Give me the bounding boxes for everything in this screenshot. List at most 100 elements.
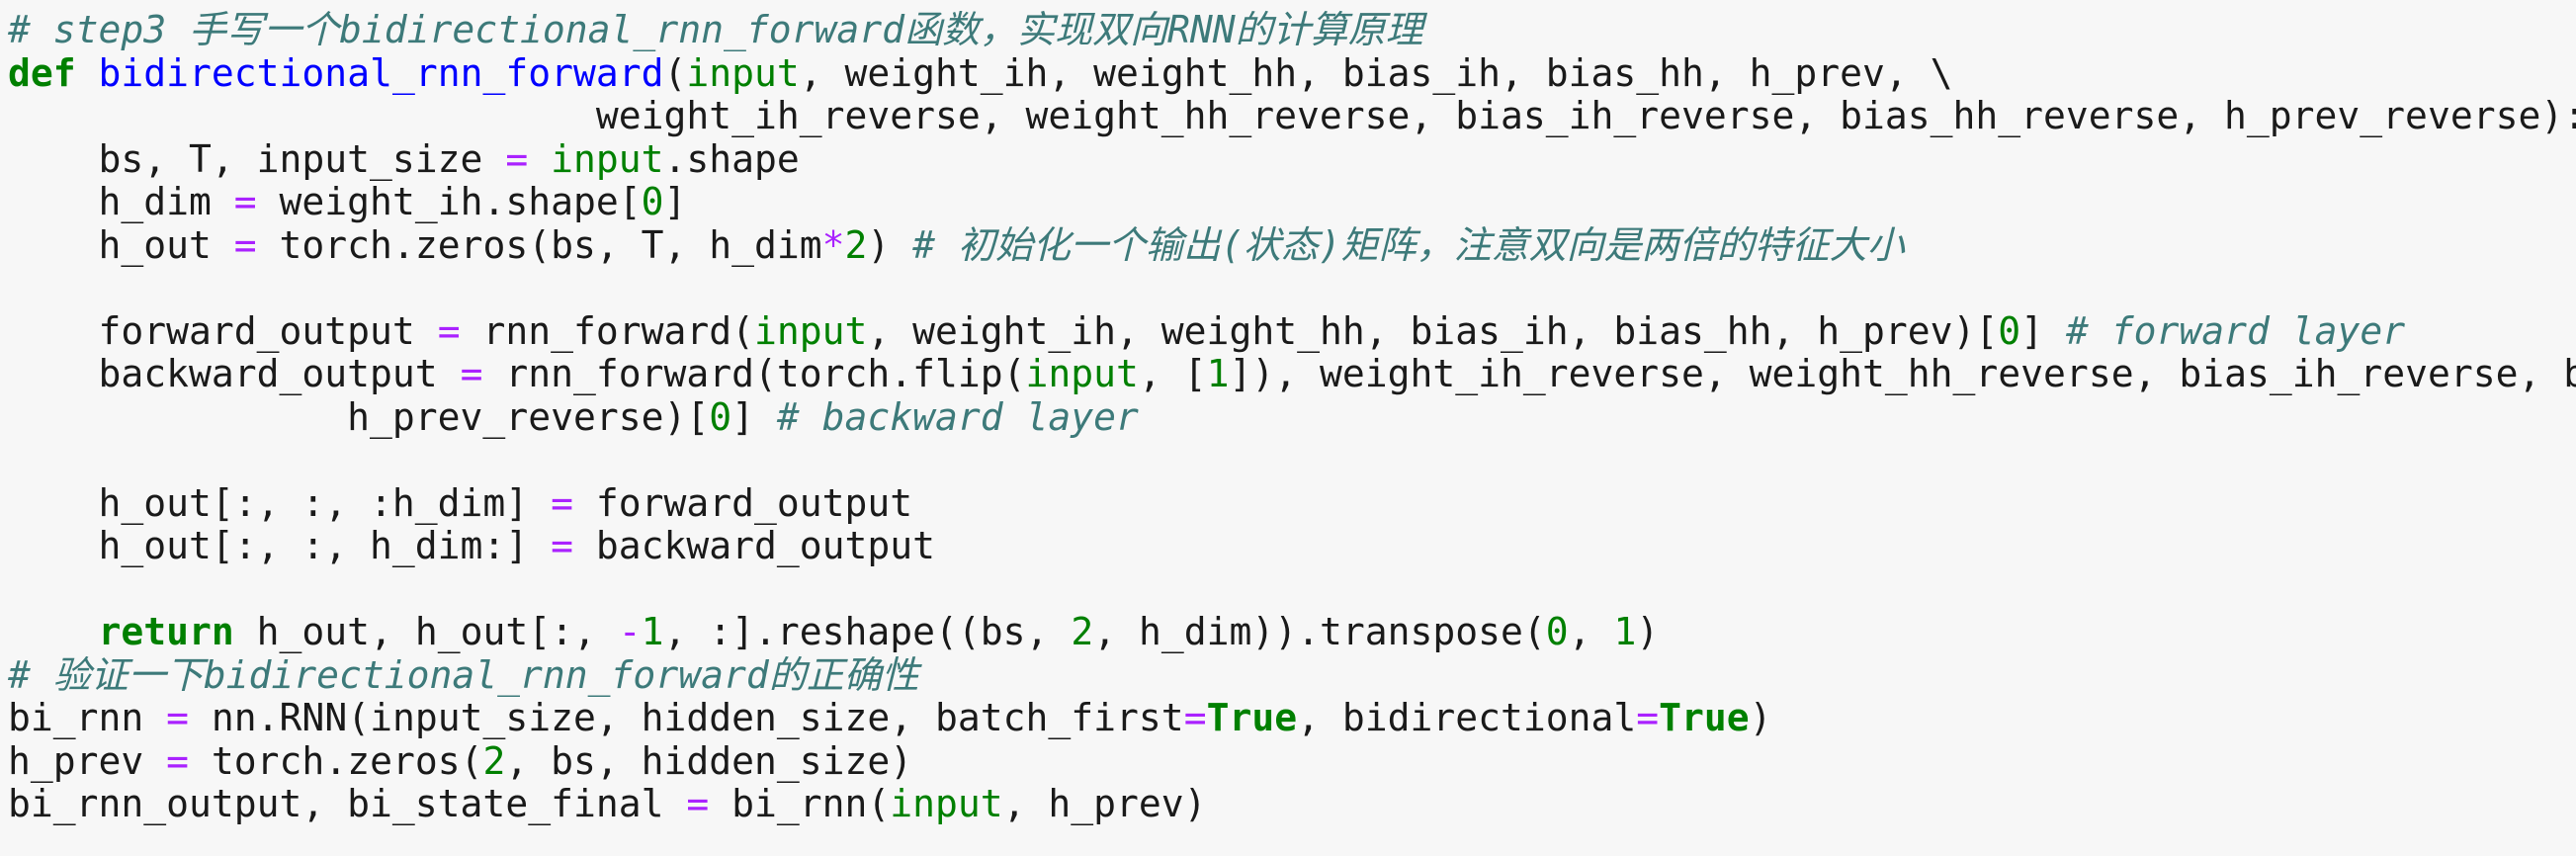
code-token: , weight_ih, weight_hh, bias_ih, bias_hh…	[867, 308, 1999, 353]
number-token: 2	[1071, 610, 1094, 653]
code-line[interactable]: backward_output = rnn_forward(torch.flip…	[8, 352, 2576, 396]
comment-token: # 验证一下bidirectional_rnn_forward的正确性	[8, 652, 919, 697]
code-token: , weight_ih, weight_hh, bias_ih, bias_hh…	[799, 50, 1953, 95]
operator-token: =	[1183, 696, 1207, 739]
code-line[interactable]: h_prev_reverse)[0] # backward layer	[8, 394, 2576, 440]
code-line[interactable]	[8, 439, 2576, 482]
builtin-token: input	[754, 308, 868, 353]
code-token: h_out	[8, 222, 234, 267]
code-token: )	[1636, 610, 1660, 653]
code-token: ]), weight_ih_reverse, weight_hh_reverse…	[1229, 352, 2576, 395]
operator-token: =	[437, 308, 461, 353]
operator-token: *	[821, 222, 845, 267]
code-block[interactable]: # step3 手写一个bidirectional_rnn_forward函数，…	[8, 8, 2576, 826]
code-token	[8, 610, 99, 653]
code-token: ]	[731, 394, 777, 439]
operator-token: =	[686, 782, 710, 825]
code-token: bi_rnn	[8, 696, 167, 739]
code-token: , bidirectional	[1297, 696, 1637, 739]
code-token: weight_ih.shape[	[256, 180, 642, 223]
code-line[interactable]: # 验证一下bidirectional_rnn_forward的正确性	[8, 652, 2576, 698]
number-token: 1	[1206, 352, 1230, 395]
code-token: .shape	[663, 136, 800, 181]
code-token: , h_prev)	[1002, 782, 1207, 825]
comment-token: # backward layer	[776, 394, 1139, 439]
comment-token: # 初始化一个输出(状态)矩阵，注意双向是两倍的特征大小	[912, 222, 1905, 267]
number-token: 1	[1613, 610, 1637, 653]
number-token: 0	[1545, 610, 1569, 653]
code-token: h_dim	[8, 180, 234, 223]
code-token: ]	[663, 180, 687, 223]
code-token: bi_rnn_output, bi_state_final	[8, 782, 687, 825]
code-line[interactable]: h_dim = weight_ih.shape[0]	[8, 180, 2576, 224]
code-line[interactable]	[8, 568, 2576, 612]
code-line[interactable]: def bidirectional_rnn_forward(input, wei…	[8, 50, 2576, 96]
code-token: forward_output	[572, 480, 913, 525]
code-token: h_out[:, :, h_dim:]	[8, 524, 552, 567]
operator-token: =	[551, 524, 573, 567]
number-token: 1	[641, 610, 664, 653]
operator-token: =	[166, 738, 190, 783]
code-token: torch.zeros(	[189, 738, 483, 783]
code-line[interactable]: h_prev = torch.zeros(2, bs, hidden_size)	[8, 738, 2576, 784]
code-token: h_out[:, :, :h_dim]	[8, 480, 552, 525]
code-token	[528, 137, 551, 181]
code-token: (	[663, 50, 687, 95]
number-token: 2	[482, 738, 506, 783]
function-name-token: bidirectional_rnn_forward	[98, 50, 664, 95]
keyword-token: def	[8, 50, 76, 95]
code-token: torch.zeros(bs, T, h_dim	[256, 222, 822, 267]
operator-token: =	[551, 480, 573, 525]
builtin-token: input	[686, 50, 800, 95]
boolean-token: True	[1206, 696, 1298, 739]
code-token: )	[867, 222, 913, 267]
code-line[interactable]: h_out[:, :, h_dim:] = backward_output	[8, 524, 2576, 568]
code-token: h_prev_reverse)[	[8, 394, 710, 439]
code-line[interactable]: h_out = torch.zeros(bs, T, h_dim*2) # 初始…	[8, 222, 2576, 268]
code-line[interactable]: forward_output = rnn_forward(input, weig…	[8, 308, 2576, 354]
keyword-token: return	[98, 610, 234, 653]
operator-token: -	[618, 610, 642, 653]
boolean-token: True	[1659, 696, 1750, 739]
code-token: ,	[1568, 610, 1614, 653]
operator-token: =	[233, 222, 257, 267]
code-token: backward_output	[572, 524, 936, 567]
code-token: nn.RNN(input_size, hidden_size, batch_fi…	[189, 696, 1184, 739]
code-token: , bs, hidden_size)	[505, 738, 913, 783]
code-token: , :].reshape((bs,	[663, 610, 1072, 653]
code-line[interactable]: h_out[:, :, :h_dim] = forward_output	[8, 480, 2576, 526]
operator-token: =	[1636, 696, 1660, 739]
comment-token: # forward layer	[2065, 308, 2406, 353]
code-token	[76, 51, 99, 95]
code-line[interactable]: return h_out, h_out[:, -1, :].reshape((b…	[8, 610, 2576, 654]
comment-token: # step3 手写一个bidirectional_rnn_forward函数，…	[8, 8, 1423, 51]
code-token: backward_output	[8, 352, 461, 395]
number-token: 2	[844, 222, 868, 267]
code-line[interactable]: # step3 手写一个bidirectional_rnn_forward函数，…	[8, 8, 2576, 52]
code-token: forward_output	[8, 308, 438, 353]
number-token: 0	[1998, 308, 2021, 353]
code-token: rnn_forward(	[460, 308, 754, 353]
code-line[interactable]: bi_rnn_output, bi_state_final = bi_rnn(i…	[8, 782, 2576, 826]
code-line[interactable]: bi_rnn = nn.RNN(input_size, hidden_size,…	[8, 696, 2576, 740]
code-token: )	[1749, 696, 1772, 739]
operator-token: =	[166, 696, 190, 739]
builtin-token: input	[1025, 352, 1139, 395]
builtin-token: input	[890, 782, 1003, 825]
code-token: bs, T, input_size	[8, 136, 506, 181]
code-line[interactable]: bs, T, input_size = input.shape	[8, 136, 2576, 182]
code-token: , h_dim)).transpose(	[1093, 610, 1546, 653]
code-token: h_out, h_out[:,	[233, 610, 619, 653]
code-line[interactable]: weight_ih_reverse, weight_hh_reverse, bi…	[8, 94, 2576, 138]
code-token: , [	[1138, 352, 1207, 395]
code-line[interactable]	[8, 267, 2576, 310]
number-token: 0	[641, 180, 664, 223]
operator-token: =	[460, 352, 483, 395]
builtin-token: input	[551, 136, 664, 181]
operator-token: =	[505, 136, 529, 181]
code-token: rnn_forward(torch.flip(	[482, 352, 1026, 395]
code-token: ]	[2020, 308, 2066, 353]
code-token: h_prev	[8, 738, 167, 783]
code-token: bi_rnn(	[709, 782, 891, 825]
